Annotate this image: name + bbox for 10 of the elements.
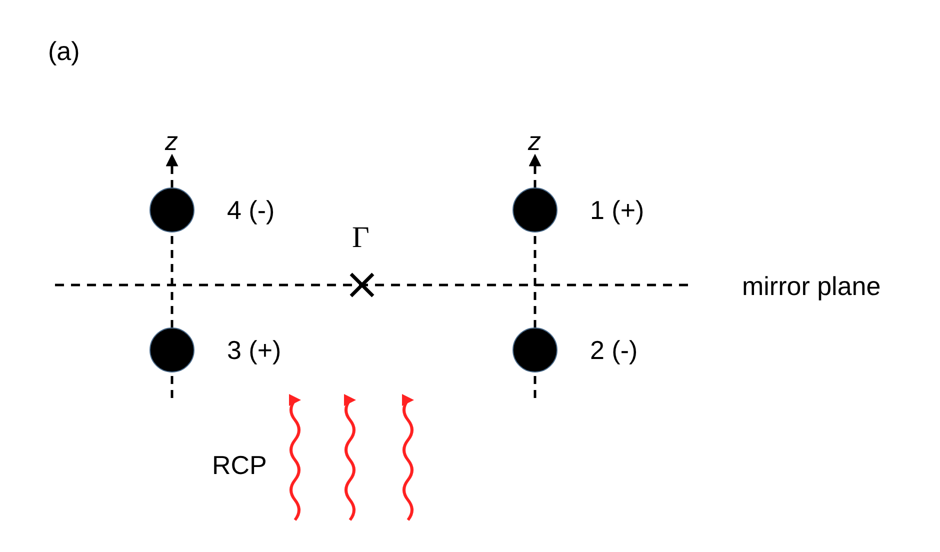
point-label: Γ bbox=[352, 223, 370, 253]
node-label: 1 (+) bbox=[590, 197, 644, 223]
node-label: 2 (-) bbox=[590, 337, 638, 363]
panel-label: (a) bbox=[48, 38, 80, 64]
plane-label: mirror plane bbox=[742, 273, 881, 299]
node-label: 4 (-) bbox=[227, 197, 275, 223]
axis-label: z bbox=[165, 128, 178, 154]
node-label: 3 (+) bbox=[227, 337, 282, 363]
wave-label: RCP bbox=[212, 452, 267, 478]
axis-label: z bbox=[528, 128, 541, 154]
